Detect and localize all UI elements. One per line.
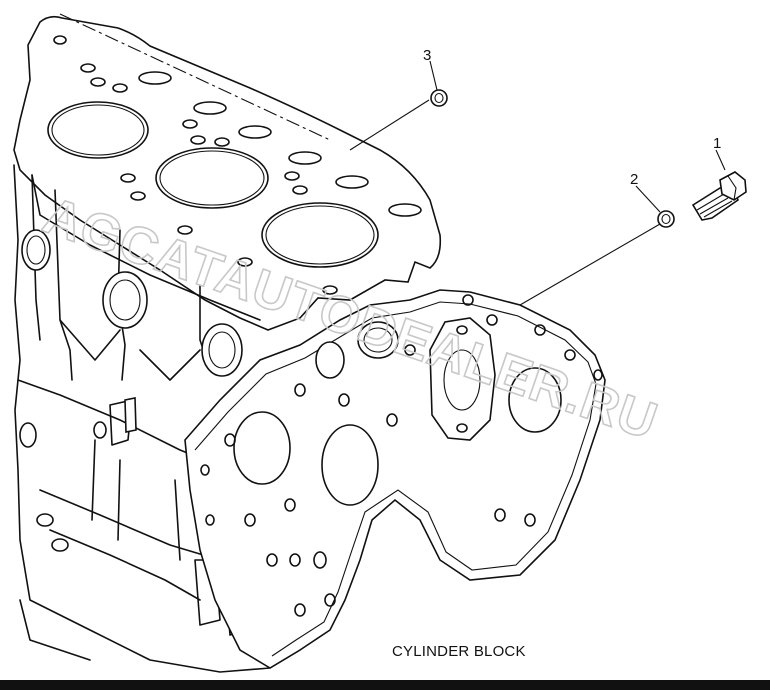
bottom-border (0, 680, 770, 690)
leader-lines (349, 60, 726, 306)
callout-2: 2 (630, 171, 639, 188)
callout-3: 3 (423, 47, 432, 64)
part-2-washer (657, 210, 675, 228)
part-3-seal-ring (430, 89, 448, 107)
head-gasket (13, 13, 442, 331)
callout-1: 1 (713, 135, 722, 152)
part-1-bolt (691, 171, 747, 221)
rear-plate (124, 289, 606, 669)
diagram-caption: CYLINDER BLOCK (392, 643, 526, 660)
